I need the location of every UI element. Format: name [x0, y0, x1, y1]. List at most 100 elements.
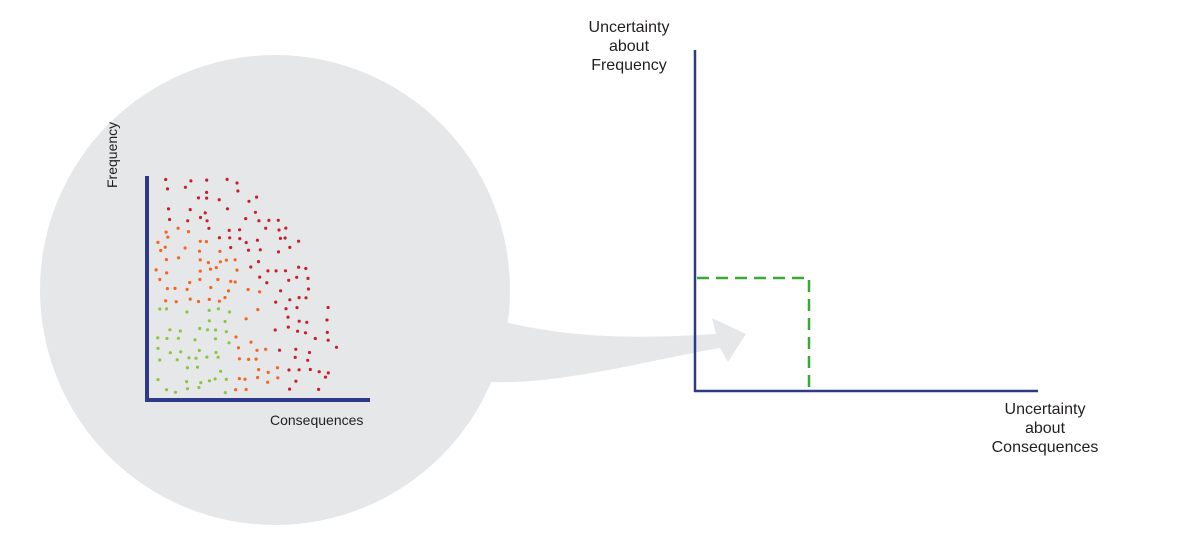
scatter-dot — [165, 336, 169, 341]
scatter-dot — [307, 350, 312, 355]
uncertainty-consequences-label-line: Consequences — [991, 439, 1099, 456]
scatter-dot — [216, 307, 220, 311]
scatter-dot — [288, 298, 292, 302]
uncertainty-consequences-label-line: about — [1024, 420, 1066, 437]
scatter-dot — [279, 289, 283, 293]
scatter-dot — [164, 230, 168, 234]
scatter-dot — [198, 326, 202, 331]
scatter-dot — [175, 358, 179, 362]
scatter-dot — [254, 357, 258, 361]
scatter-dot — [306, 358, 310, 362]
scatter-dot — [234, 335, 238, 339]
scatter-dot — [246, 287, 250, 292]
scatter-dot — [183, 246, 187, 250]
scatter-dot — [236, 189, 240, 193]
scatter-dot — [224, 377, 228, 381]
scatter-dot — [308, 367, 312, 372]
scatter-dot — [234, 388, 238, 392]
scatter-dot — [158, 358, 162, 362]
uncertainty-frequency-label: Uncertainty about Frequency — [574, 18, 684, 75]
scatter-dot — [166, 235, 170, 239]
scatter-dot — [286, 325, 290, 329]
scatter-dot — [276, 218, 280, 222]
scatter-dot — [185, 380, 189, 384]
scatter-dot — [258, 248, 262, 252]
scatter-dot — [246, 248, 251, 252]
scatter-dot — [186, 230, 191, 234]
scatter-dot — [227, 310, 232, 314]
scatter-dot — [183, 185, 187, 189]
scatter-dot — [265, 281, 269, 285]
uncertainty-consequences-label: Uncertainty about Consequences — [976, 400, 1114, 457]
scatter-dot — [334, 345, 339, 349]
scatter-dot — [294, 379, 298, 383]
scatter-dot — [247, 357, 251, 361]
scatter-dot — [274, 300, 278, 304]
scatter-dot — [256, 375, 260, 380]
scatter-dot — [164, 258, 168, 262]
scatter-dot — [206, 328, 210, 332]
scatter-dot — [256, 260, 261, 264]
scatter-dot — [207, 319, 211, 323]
scatter-dot — [236, 346, 241, 350]
scatter-dot — [244, 217, 248, 221]
scatter-dot — [244, 317, 248, 321]
scatter-dot — [223, 391, 227, 395]
scatter-dot — [185, 287, 189, 291]
scatter-dot — [249, 265, 253, 269]
scatter-dot — [288, 245, 292, 249]
scatter-dot — [275, 366, 280, 370]
uncertainty-frequency-label-line: about — [608, 38, 650, 55]
scatter-dot — [195, 365, 200, 369]
scatter-dot — [164, 299, 168, 303]
scatter-dot — [306, 287, 311, 291]
scatter-dot — [185, 387, 190, 391]
scatter-dot — [253, 210, 257, 214]
scatter-dot — [174, 300, 178, 304]
scatter-dot — [257, 219, 261, 223]
scatter-dot — [255, 195, 259, 199]
scatter-dot — [243, 377, 247, 381]
scatter-dot — [256, 308, 260, 312]
scatter-dot — [287, 278, 291, 282]
scatter-dot — [214, 350, 218, 355]
scatter-dot — [283, 269, 288, 273]
scatter-dot — [218, 260, 222, 264]
zoom-bubble — [40, 55, 510, 525]
scatter-dot — [273, 328, 277, 332]
scatter-dot — [224, 330, 228, 334]
scatter-dot — [214, 266, 218, 270]
scatter-dot — [325, 318, 329, 322]
scatter-dot — [238, 228, 242, 232]
scatter-dot — [317, 370, 321, 374]
scatter-dot — [159, 248, 163, 253]
scatter-dot — [225, 177, 229, 181]
scatter-dot — [227, 341, 231, 345]
scatter-dot — [258, 290, 262, 294]
scatter-dot — [179, 350, 183, 354]
scatter-dot — [213, 377, 217, 381]
scatter-dot — [276, 376, 280, 380]
uncertainty-consequences-label-line: Uncertainty — [1004, 401, 1086, 418]
uncertainty-frequency-label-line: Frequency — [591, 57, 667, 74]
scatter-dot — [249, 340, 253, 344]
scatter-dot — [163, 245, 167, 249]
scatter-dot — [219, 369, 223, 373]
scatter-dot — [176, 336, 180, 340]
scatter-dot — [216, 277, 220, 282]
scatter-dot — [197, 385, 201, 390]
scatter-dot — [297, 239, 301, 243]
scatter-dot — [165, 287, 169, 291]
scatter-dot — [207, 297, 211, 301]
scatter-dot — [198, 258, 202, 262]
scatter-dot — [178, 329, 182, 333]
scatter-dot — [266, 380, 270, 384]
scatter-dot — [313, 336, 317, 341]
scatter-dot — [226, 289, 231, 293]
scatter-dot — [303, 331, 308, 335]
scatter-dot — [156, 346, 160, 350]
scatter-dot — [229, 279, 233, 283]
risk-scatter-dots — [154, 177, 339, 395]
scatter-dot — [156, 336, 160, 340]
scatter-dot — [216, 355, 220, 359]
